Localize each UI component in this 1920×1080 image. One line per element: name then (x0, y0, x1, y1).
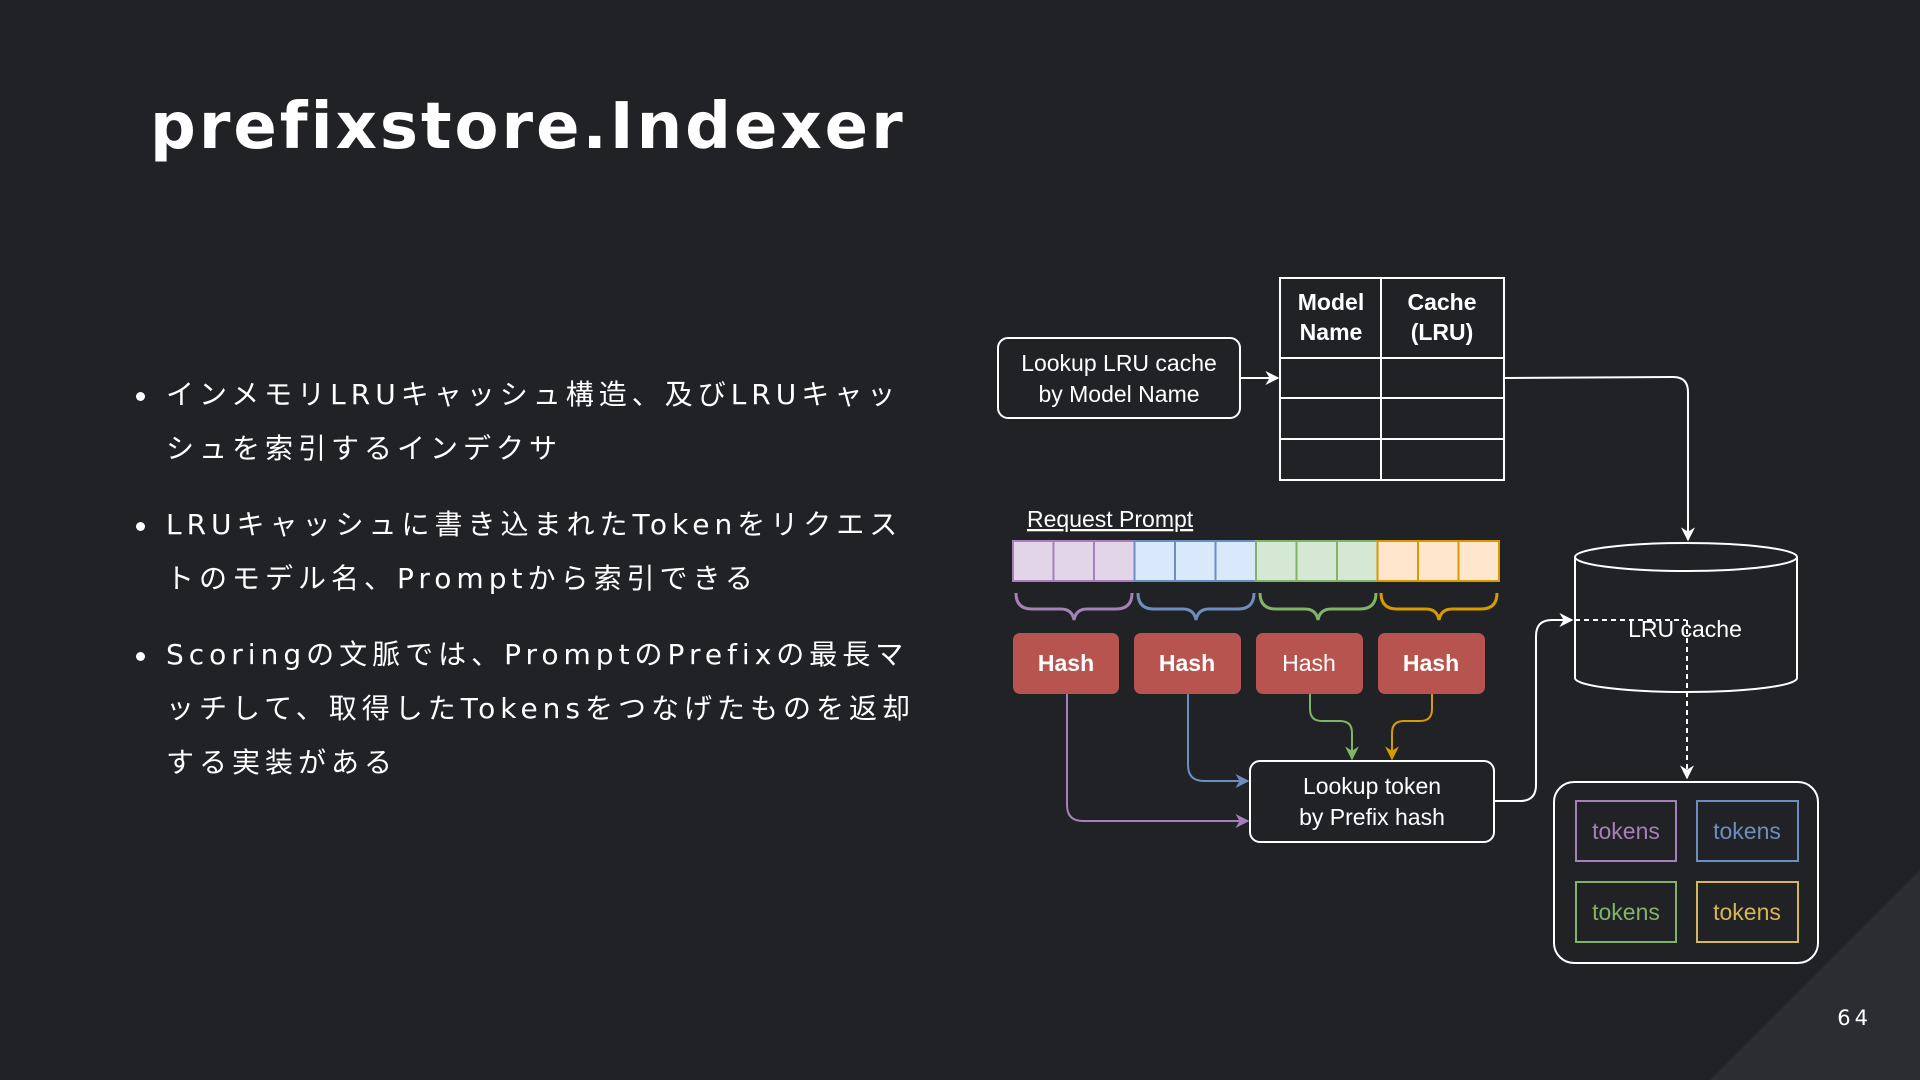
table-header-cache: Cache (1407, 289, 1476, 315)
brace-orange (1379, 592, 1499, 621)
tokens-green: tokens (1592, 899, 1660, 925)
brace-blue (1136, 592, 1256, 621)
arrow-hash-orange (1385, 694, 1433, 761)
hash-label: Hash (1038, 650, 1094, 676)
page-number: 64 (1837, 1006, 1872, 1030)
bullet-list: インメモリLRUキャッシュ構造、及びLRUキャッシュを索引するインデクサ LRU… (130, 368, 930, 812)
request-prompt-label: Request Prompt (1027, 506, 1194, 532)
hash-box: Hash (1378, 633, 1485, 694)
corner-decoration (1710, 870, 1920, 1080)
lru-cache-label: LRU cache (1628, 616, 1742, 642)
hash-box: Hash (1256, 633, 1363, 694)
brace-green (1258, 592, 1378, 621)
slide-title: prefixstore.Indexer (150, 90, 906, 164)
tokens-blue: tokens (1713, 818, 1781, 844)
bullet-item: インメモリLRUキャッシュ構造、及びLRUキャッシュを索引するインデクサ (130, 368, 930, 476)
lookup-token-line1: Lookup token (1303, 773, 1441, 799)
arrow-hash-green (1309, 694, 1359, 761)
brace-purple (1014, 592, 1134, 621)
arrow-hash-purple (1066, 694, 1250, 828)
hash-label: Hash (1403, 650, 1459, 676)
bullet-item: Scoringの文脈では、PromptのPrefixの最長マッチして、取得したT… (130, 628, 930, 790)
hash-box: Hash (1134, 633, 1241, 694)
table-header-name: Name (1300, 319, 1363, 345)
hash-label: Hash (1159, 650, 1215, 676)
hash-label: Hash (1282, 650, 1336, 676)
table-header-lru: (LRU) (1411, 319, 1474, 345)
table-header-model: Model (1298, 289, 1364, 315)
arrow-to-lru-cache (1503, 375, 1695, 542)
tokens-purple: tokens (1592, 818, 1660, 844)
arrow-hash-blue (1187, 694, 1250, 788)
model-cache-table: Model Name Cache (LRU) (1279, 277, 1505, 481)
lookup-model-line1: Lookup LRU cache (1021, 350, 1217, 376)
lookup-token-line2: by Prefix hash (1299, 804, 1445, 830)
bullet-item: LRUキャッシュに書き込まれたTokenをリクエストのモデル名、Promptから… (130, 498, 930, 606)
arrow-to-lru-cache-side (1494, 613, 1574, 802)
lookup-model-box: Lookup LRU cache by Model Name (997, 337, 1241, 419)
prompt-token-cells (1012, 540, 1500, 582)
lookup-model-line2: by Model Name (1038, 381, 1199, 407)
lookup-token-box: Lookup token by Prefix hash (1249, 760, 1495, 843)
hash-box: Hash (1013, 633, 1119, 694)
